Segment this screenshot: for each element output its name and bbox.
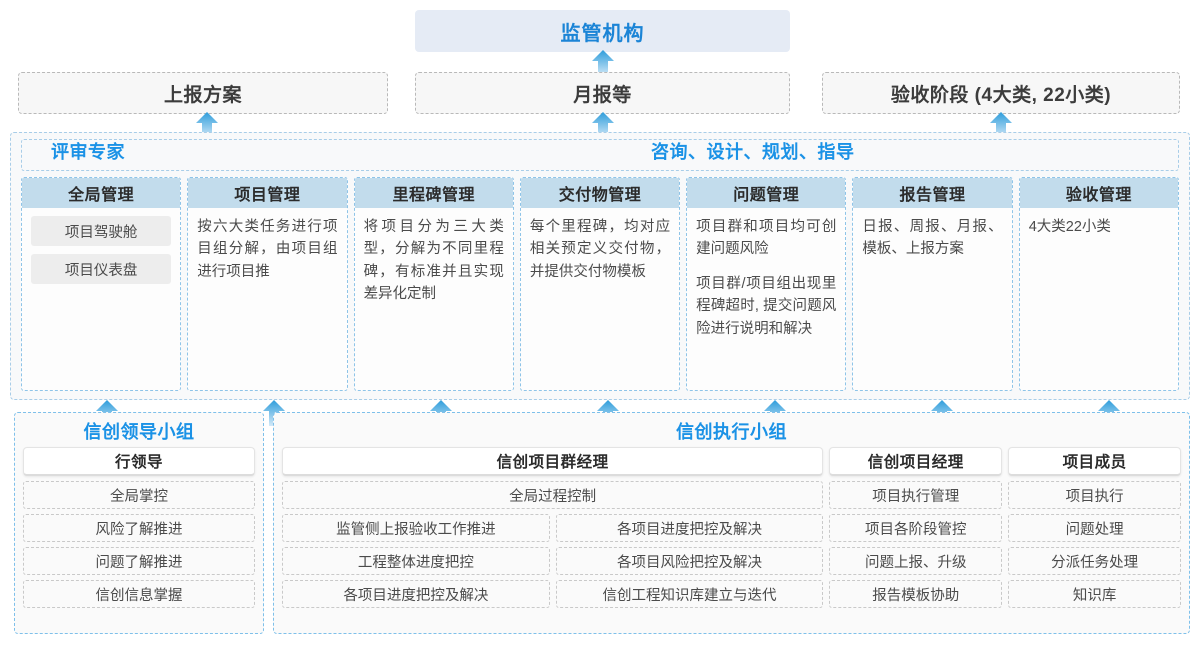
column-header: 验收管理 xyxy=(1019,178,1178,208)
column-header: 里程碑管理 xyxy=(354,178,513,208)
doc-box-acceptance-stage[interactable]: 验收阶段 (4大类, 22小类) xyxy=(822,72,1180,114)
project-member-block: 项目成员 项目执行 问题处理 分派任务处理 知识库 xyxy=(1008,447,1181,608)
list-item[interactable]: 信创信息掌握 xyxy=(23,580,255,608)
list-item[interactable]: 各项目进度把控及解决 xyxy=(555,514,824,542)
document-row: 上报方案 月报等 验收阶段 (4大类, 22小类) xyxy=(0,72,1200,114)
list-item[interactable]: 各项目进度把控及解决 xyxy=(282,580,550,608)
arrow-to-regulator xyxy=(592,50,614,76)
column-body: 项目驾驶舱 项目仪表盘 xyxy=(22,208,180,390)
consulting-design-label: 咨询、设计、规划、指导 xyxy=(651,142,855,162)
execution-group-panel: 信创执行小组 信创项目群经理 全局过程控制 监管侧上报验收工作推进 工程整体进度… xyxy=(273,412,1190,634)
column-global-management[interactable]: 全局管理 项目驾驶舱 项目仪表盘 xyxy=(21,177,182,391)
column-deliverable-management[interactable]: 交付物管理 每个里程碑，均对应相关预定义交付物，并提供交付物模板 xyxy=(519,177,681,391)
column-text: 每个里程碑，均对应相关预定义交付物，并提供交付物模板 xyxy=(529,219,671,280)
reviewer-experts-label: 评审专家 xyxy=(51,142,125,162)
column-body: 将项目分为三大类型，分解为不同里程碑，有标准并且实现差异化定制 xyxy=(355,208,513,390)
list-item[interactable]: 问题处理 xyxy=(1008,514,1181,542)
column-body: 项目群和项目均可创建问题风险 项目群/项目组出现里程碑超时, 提交问题风险进行说… xyxy=(687,208,845,390)
list-item[interactable]: 分派任务处理 xyxy=(1008,547,1181,575)
pill-project-dashboard[interactable]: 项目仪表盘 xyxy=(31,254,172,284)
execution-group-title: 信创执行小组 xyxy=(676,422,787,442)
column-header: 问题管理 xyxy=(687,178,846,208)
column-body: 日报、周报、月报、模板、上报方案 xyxy=(853,208,1011,390)
column-project-management[interactable]: 项目管理 按六大类任务进行项目组分解，由项目组进行项目推 xyxy=(187,177,348,391)
column-text: 日报、周报、月报、模板、上报方案 xyxy=(862,219,1003,258)
list-item[interactable]: 报告模板协助 xyxy=(829,580,1003,608)
list-item[interactable]: 信创工程知识库建立与迭代 xyxy=(555,580,824,608)
column-body: 每个里程碑，均对应相关预定义交付物，并提供交付物模板 xyxy=(521,208,679,390)
role-program-manager[interactable]: 信创项目群经理 xyxy=(282,447,824,476)
list-item[interactable]: 各项目风险把控及解决 xyxy=(555,547,824,575)
column-text: 项目群和项目均可创建问题风险 xyxy=(696,219,837,258)
platform-title-bar xyxy=(21,139,1179,171)
list-item[interactable]: 风险了解推进 xyxy=(23,514,255,542)
list-item[interactable]: 全局过程控制 xyxy=(282,481,824,509)
leadership-group-panel: 信创领导小组 行领导 全局掌控 风险了解推进 问题了解推进 信创信息掌握 xyxy=(14,412,264,634)
column-report-management[interactable]: 报告管理 日报、周报、月报、模板、上报方案 xyxy=(852,177,1013,391)
list-item[interactable]: 监管侧上报验收工作推进 xyxy=(282,514,550,542)
list-item[interactable]: 工程整体进度把控 xyxy=(282,547,550,575)
arrow-to-plan xyxy=(196,112,218,138)
arrow-to-monthly-report xyxy=(592,112,614,138)
role-project-member[interactable]: 项目成员 xyxy=(1008,447,1181,476)
column-text: 项目群/项目组出现里程碑超时, 提交问题风险进行说明和解决 xyxy=(696,275,837,337)
execution-columns: 信创项目群经理 全局过程控制 监管侧上报验收工作推进 工程整体进度把控 各项目进… xyxy=(282,447,1181,608)
column-acceptance-management[interactable]: 验收管理 4大类22小类 xyxy=(1018,177,1179,391)
column-header: 交付物管理 xyxy=(520,178,680,208)
column-text: 按六大类任务进行项目组分解，由项目组进行项目推 xyxy=(197,219,338,280)
list-item[interactable]: 问题了解推进 xyxy=(23,547,255,575)
arrow-to-acceptance-stage xyxy=(990,112,1012,138)
platform-panel: 评审专家 咨询、设计、规划、指导 全局管理 项目驾驶舱 项目仪表盘 项目管理 按… xyxy=(10,132,1190,400)
doc-box-monthly-report[interactable]: 月报等 xyxy=(415,72,790,114)
column-header: 项目管理 xyxy=(188,178,347,208)
column-header: 全局管理 xyxy=(22,178,181,208)
pill-project-cockpit[interactable]: 项目驾驶舱 xyxy=(31,216,172,246)
leadership-group-title: 信创领导小组 xyxy=(83,422,195,442)
role-project-manager[interactable]: 信创项目经理 xyxy=(829,447,1003,476)
column-body: 4大类22小类 xyxy=(1020,208,1178,390)
list-item[interactable]: 问题上报、升级 xyxy=(829,547,1003,575)
list-item[interactable]: 项目各阶段管控 xyxy=(829,514,1003,542)
doc-box-plan[interactable]: 上报方案 xyxy=(18,72,388,114)
column-text: 4大类22小类 xyxy=(1028,219,1111,235)
column-header: 报告管理 xyxy=(853,178,1012,208)
regulator-box: 监管机构 xyxy=(415,10,790,52)
list-item[interactable]: 全局掌控 xyxy=(23,481,255,509)
program-manager-subcolumns: 监管侧上报验收工作推进 工程整体进度把控 各项目进度把控及解决 各项目进度把控及… xyxy=(282,514,824,608)
column-issue-management[interactable]: 问题管理 项目群和项目均可创建问题风险 项目群/项目组出现里程碑超时, 提交问题… xyxy=(686,177,847,391)
column-body: 按六大类任务进行项目组分解，由项目组进行项目推 xyxy=(188,208,346,390)
list-item[interactable]: 项目执行管理 xyxy=(829,481,1003,509)
management-columns: 全局管理 项目驾驶舱 项目仪表盘 项目管理 按六大类任务进行项目组分解，由项目组… xyxy=(21,177,1179,391)
program-manager-right-column: 各项目进度把控及解决 各项目风险把控及解决 信创工程知识库建立与迭代 xyxy=(555,514,824,608)
role-bank-leader[interactable]: 行领导 xyxy=(23,447,255,476)
list-item[interactable]: 知识库 xyxy=(1008,580,1181,608)
list-item[interactable]: 项目执行 xyxy=(1008,481,1181,509)
program-manager-block: 信创项目群经理 全局过程控制 监管侧上报验收工作推进 工程整体进度把控 各项目进… xyxy=(282,447,824,608)
program-manager-left-column: 监管侧上报验收工作推进 工程整体进度把控 各项目进度把控及解决 xyxy=(282,514,550,608)
column-milestone-management[interactable]: 里程碑管理 将项目分为三大类型，分解为不同里程碑，有标准并且实现差异化定制 xyxy=(353,177,514,391)
execution-group-title-wrap: 信创执行小组 xyxy=(282,419,1181,447)
column-text: 将项目分为三大类型，分解为不同里程碑，有标准并且实现差异化定制 xyxy=(363,219,504,303)
project-manager-block: 信创项目经理 项目执行管理 项目各阶段管控 问题上报、升级 报告模板协助 xyxy=(829,447,1003,608)
